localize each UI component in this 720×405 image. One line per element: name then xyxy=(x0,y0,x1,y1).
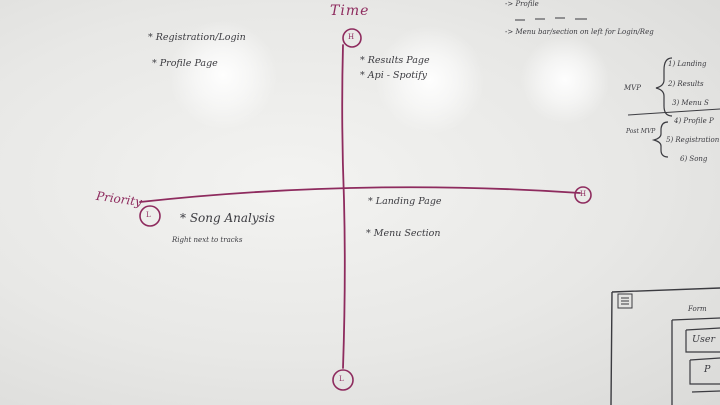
time-axis-line xyxy=(341,44,346,369)
quadrant-bottom-right-item-2: * Menu Section xyxy=(366,228,441,239)
mvp-brace xyxy=(655,57,673,117)
wireframe-field-2-label: P xyxy=(704,364,711,375)
quadrant-bottom-right-item-1: * Landing Page xyxy=(368,196,442,207)
post-mvp-item-2: 5) Registration xyxy=(666,136,720,144)
marker-high-top: H xyxy=(348,33,355,41)
hamburger-icon xyxy=(617,293,633,309)
wireframe-field-1 xyxy=(685,327,720,353)
post-mvp-item-3: 6) Song xyxy=(680,155,708,163)
marker-low-bottom-circle xyxy=(332,369,354,391)
wireframe-form-box xyxy=(671,317,720,405)
wireframe-title: Form xyxy=(688,305,707,313)
marker-high-right: H xyxy=(580,190,587,198)
glare-spot-center xyxy=(375,25,485,135)
marker-low-left: L xyxy=(146,211,151,219)
wireframe-outer-box xyxy=(610,287,720,405)
quadrant-top-right-item-2: * Api - Spotify xyxy=(360,70,428,81)
notes-top-line-1: -> Profile xyxy=(505,0,539,8)
mvp-item-3: 3) Menu S xyxy=(672,99,709,107)
glare-spot-left xyxy=(168,20,278,130)
notes-top-line-2: -> Menu bar/section on left for Login/Re… xyxy=(505,28,654,36)
quadrant-top-left-item-1: * Registration/Login xyxy=(148,32,246,43)
marker-high-top-circle xyxy=(342,28,362,48)
post-mvp-label: Post MVP xyxy=(626,128,656,135)
wireframe-field-1-label: User xyxy=(692,334,716,345)
glare-spot-right xyxy=(520,35,610,125)
quadrant-top-left-item-2: * Profile Page xyxy=(152,58,218,69)
quadrant-bottom-left-note: Right next to tracks xyxy=(172,236,243,244)
quadrant-bottom-left-item: * Song Analysis xyxy=(180,211,275,225)
notes-dash-1 xyxy=(515,17,587,21)
priority-axis-line xyxy=(139,186,581,203)
quadrant-top-right-item-1: * Results Page xyxy=(360,55,430,66)
mvp-item-1: 1) Landing xyxy=(668,60,707,68)
mvp-label: MVP xyxy=(624,84,641,92)
marker-low-bottom: L xyxy=(339,375,344,383)
marker-low-left-circle xyxy=(139,205,161,227)
post-mvp-item-1: 4) Profile P xyxy=(674,117,714,125)
mvp-item-2: 2) Results xyxy=(668,80,704,88)
post-mvp-brace xyxy=(651,121,669,158)
wireframe-field-3 xyxy=(691,390,720,393)
time-axis-label: Time xyxy=(330,3,370,19)
notes-divider xyxy=(627,108,720,116)
wireframe-field-2 xyxy=(689,357,720,385)
marker-high-right-circle xyxy=(574,186,592,204)
